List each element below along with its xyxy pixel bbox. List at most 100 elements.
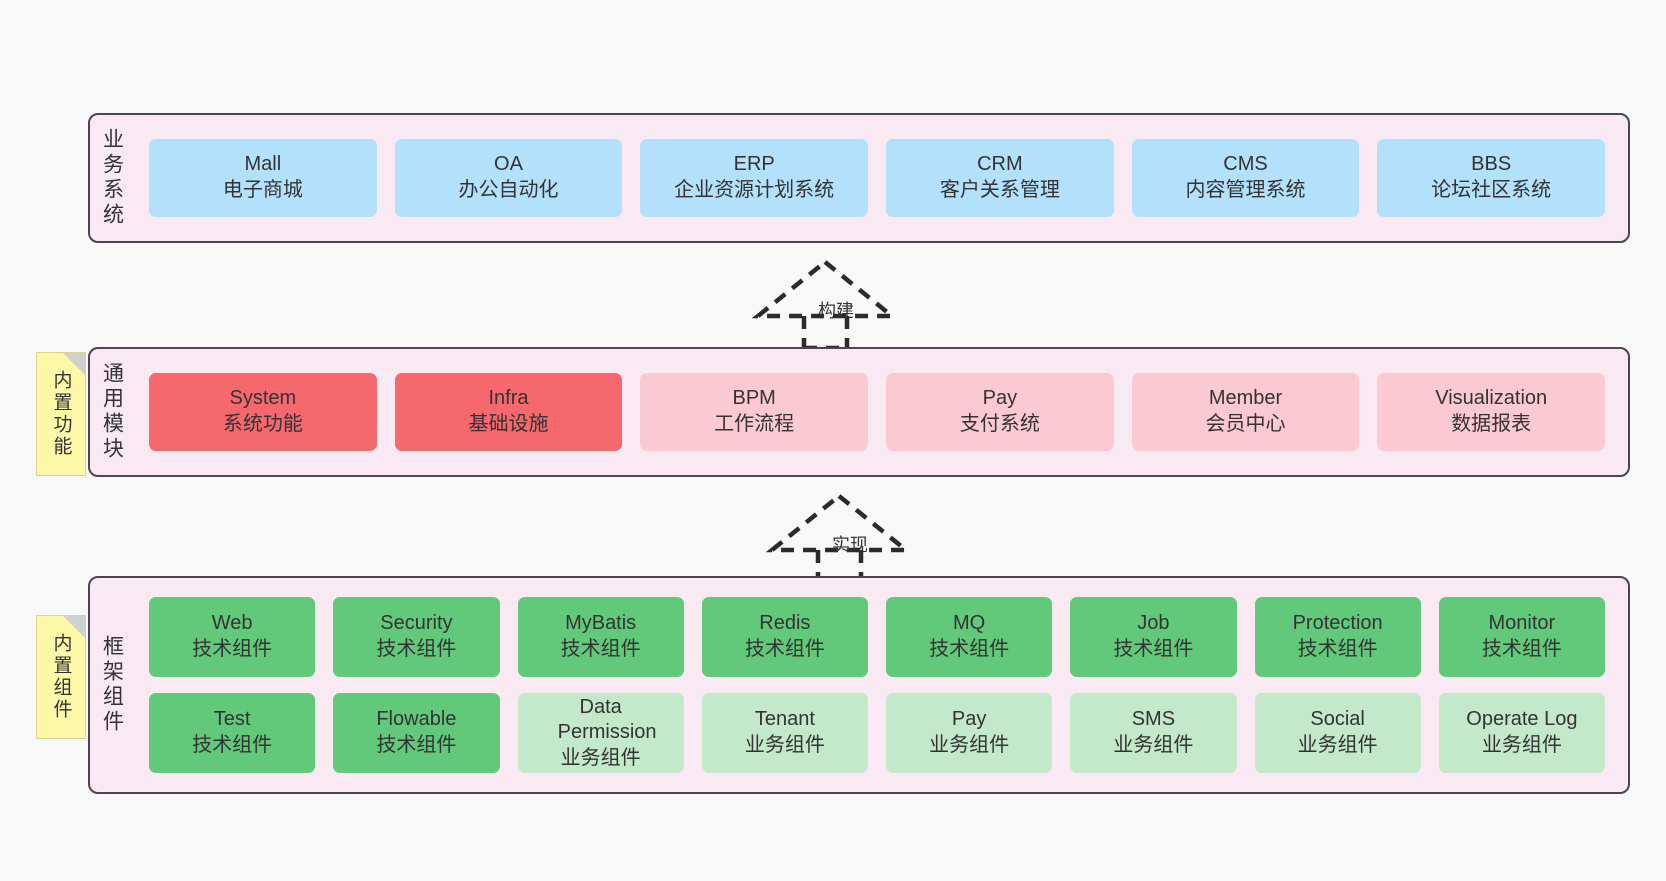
card-erp[interactable]: ERP 企业资源计划系统 [640, 139, 869, 217]
card-member[interactable]: Member 会员中心 [1131, 373, 1360, 451]
card-row: Mall 电子商城 OA 办公自动化 ERP 企业资源计划系统 CRM 客户关系… [140, 139, 1614, 217]
layer-body-general-modules: System 系统功能 Infra 基础设施 BPM 工作流程 Pay 支付系统… [134, 349, 1628, 475]
card-social[interactable]: Social 业务组件 [1254, 693, 1421, 773]
card-pay-component[interactable]: Pay 业务组件 [886, 693, 1053, 773]
card-bbs[interactable]: BBS 论坛社区系统 [1377, 139, 1606, 217]
card-title: SMS [1131, 708, 1176, 731]
card-title: Visualization [1435, 387, 1548, 410]
card-title: OA [494, 153, 523, 176]
card-subtitle: 技术组件 [744, 638, 825, 660]
card-subtitle: 会员中心 [1205, 413, 1286, 435]
card-subtitle: 业务组件 [1113, 734, 1194, 756]
layer-title-framework-components: 框架组件 [100, 635, 124, 735]
card-subtitle: 工作流程 [714, 413, 795, 435]
card-row: Test 技术组件 Flowable 技术组件 Data Permission … [140, 693, 1614, 773]
card-row: Web 技术组件 Security 技术组件 MyBatis 技术组件 Redi… [140, 597, 1614, 677]
card-title: Job [1137, 612, 1170, 635]
note-fold-icon [63, 353, 85, 375]
card-title: BPM [732, 387, 776, 410]
card-title: MQ [953, 612, 986, 635]
card-visualization[interactable]: Visualization 数据报表 [1377, 373, 1606, 451]
card-subtitle: 内容管理系统 [1185, 179, 1306, 201]
card-subtitle: 企业资源计划系统 [674, 179, 835, 201]
layer-body-framework-components: Web 技术组件 Security 技术组件 MyBatis 技术组件 Redi… [134, 578, 1628, 792]
card-protection[interactable]: Protection 技术组件 [1254, 597, 1421, 677]
note-text: 内置组件 [50, 633, 72, 721]
card-subtitle: 技术组件 [560, 638, 641, 660]
card-subtitle: 技术组件 [376, 638, 457, 660]
card-title: Infra [488, 387, 529, 410]
card-title: Data Permission [557, 695, 657, 744]
card-bpm[interactable]: BPM 工作流程 [640, 373, 869, 451]
card-flowable[interactable]: Flowable 技术组件 [333, 693, 500, 773]
card-security[interactable]: Security 技术组件 [333, 597, 500, 677]
card-subtitle: 技术组件 [192, 734, 273, 756]
card-subtitle: 业务组件 [929, 734, 1010, 756]
card-crm[interactable]: CRM 客户关系管理 [886, 139, 1114, 217]
card-subtitle: 支付系统 [959, 413, 1040, 435]
card-title: Pay [951, 708, 987, 731]
layer-framework-components: 框架组件 Web 技术组件 Security 技术组件 MyBatis 技术组件… [88, 576, 1630, 794]
card-title: Operate Log [1466, 708, 1578, 731]
card-title: Protection [1292, 612, 1383, 635]
card-cms[interactable]: CMS 内容管理系统 [1131, 139, 1360, 217]
layer-title-business-systems: 业务系统 [100, 128, 124, 228]
connector-implement-label: 实现 [832, 535, 868, 555]
card-title: Monitor [1488, 612, 1556, 635]
card-tenant[interactable]: Tenant 业务组件 [701, 693, 868, 773]
card-title: BBS [1471, 153, 1512, 176]
card-title: Flowable [376, 708, 457, 731]
card-row: System 系统功能 Infra 基础设施 BPM 工作流程 Pay 支付系统… [140, 373, 1614, 451]
card-title: MyBatis [565, 612, 637, 635]
card-subtitle: 电子商城 [222, 179, 303, 201]
card-mall[interactable]: Mall 电子商城 [149, 139, 377, 217]
card-subtitle: 系统功能 [222, 413, 303, 435]
card-redis[interactable]: Redis 技术组件 [701, 597, 868, 677]
note-text: 内置功能 [50, 370, 72, 458]
card-subtitle: 数据报表 [1451, 413, 1532, 435]
card-test[interactable]: Test 技术组件 [149, 693, 316, 773]
card-title: Test [213, 708, 251, 731]
card-subtitle: 技术组件 [376, 734, 457, 756]
card-subtitle: 技术组件 [192, 638, 273, 660]
connector-build-label: 构建 [818, 301, 854, 321]
card-title: ERP [733, 153, 775, 176]
card-subtitle: 业务组件 [560, 746, 641, 769]
card-pay-module[interactable]: Pay 支付系统 [886, 373, 1114, 451]
card-web[interactable]: Web 技术组件 [149, 597, 316, 677]
card-mybatis[interactable]: MyBatis 技术组件 [517, 597, 684, 677]
layer-body-business-systems: Mall 电子商城 OA 办公自动化 ERP 企业资源计划系统 CRM 客户关系… [134, 115, 1628, 241]
card-subtitle: 技术组件 [929, 638, 1010, 660]
card-title: Security [380, 612, 453, 635]
card-subtitle: 客户关系管理 [939, 179, 1060, 201]
card-subtitle: 业务组件 [1481, 734, 1562, 756]
note-builtin-components: 内置组件 [36, 615, 86, 739]
layer-general-modules: 通用模块 System 系统功能 Infra 基础设施 BPM 工作流程 Pay… [88, 347, 1630, 477]
layer-business-systems: 业务系统 Mall 电子商城 OA 办公自动化 ERP 企业资源计划系统 CRM… [88, 113, 1630, 243]
note-fold-icon [63, 616, 85, 638]
card-data-permission[interactable]: Data Permission 业务组件 [517, 693, 684, 773]
card-subtitle: 业务组件 [1297, 734, 1378, 756]
card-title: Redis [759, 612, 811, 635]
card-oa[interactable]: OA 办公自动化 [394, 139, 623, 217]
card-subtitle: 业务组件 [744, 734, 825, 756]
card-title: CMS [1223, 153, 1268, 176]
card-title: System [229, 387, 297, 410]
card-subtitle: 技术组件 [1297, 638, 1378, 660]
card-title: Tenant [754, 708, 815, 731]
card-subtitle: 基础设施 [468, 413, 549, 435]
card-job[interactable]: Job 技术组件 [1070, 597, 1237, 677]
note-builtin-features: 内置功能 [36, 352, 86, 476]
card-subtitle: 办公自动化 [458, 179, 559, 201]
card-operate-log[interactable]: Operate Log 业务组件 [1438, 693, 1605, 773]
card-system[interactable]: System 系统功能 [149, 373, 377, 451]
card-infra[interactable]: Infra 基础设施 [394, 373, 623, 451]
card-mq[interactable]: MQ 技术组件 [886, 597, 1053, 677]
card-title: Pay [982, 387, 1018, 410]
card-title: Member [1208, 387, 1283, 410]
card-title: Web [211, 612, 253, 635]
card-monitor[interactable]: Monitor 技术组件 [1438, 597, 1605, 677]
card-sms[interactable]: SMS 业务组件 [1070, 693, 1237, 773]
card-title: Mall [244, 153, 282, 176]
